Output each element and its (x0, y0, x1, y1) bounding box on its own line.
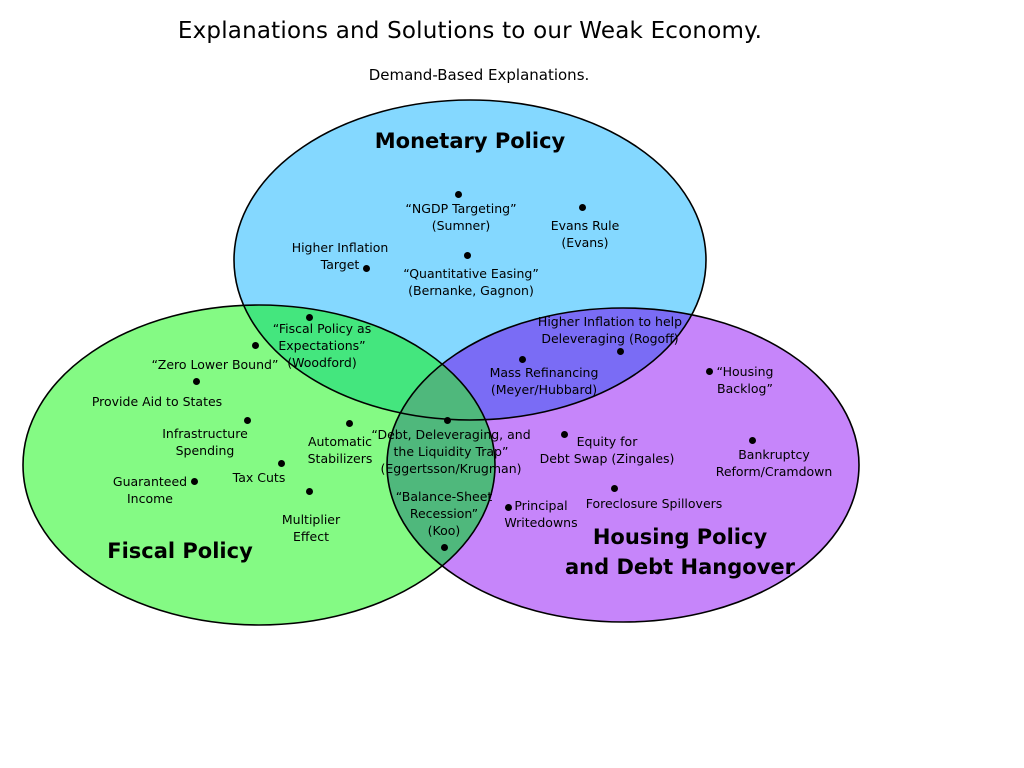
diagram-subtitle: Demand-Based Explanations. (368, 66, 590, 84)
evans-rule-label: Evans Rule(Evans) (550, 218, 620, 250)
evans-rule-dot (578, 203, 586, 211)
bankruptcy-reform-dot (748, 436, 756, 444)
principal-writedowns-dot (504, 503, 512, 511)
tax-cuts-label: Tax Cuts (232, 470, 286, 485)
multiplier-effect-dot (305, 487, 313, 495)
diagram-title: Explanations and Solutions to our Weak E… (177, 18, 763, 44)
monetary-policy-title: Monetary Policy (374, 129, 566, 153)
quantitative-easing-label: “Quantitative Easing”(Bernanke, Gagnon) (403, 266, 539, 298)
mass-refinancing-label: Mass Refinancing(Meyer/Hubbard) (489, 365, 599, 397)
mass-refinancing-dot (518, 355, 526, 363)
higher-inflation-dot (362, 264, 370, 272)
fiscal-policy-title: Fiscal Policy (107, 539, 253, 563)
equity-debt-swap-dot (560, 430, 568, 438)
tax-cuts-dot (277, 459, 285, 467)
housing-policy-title-line2: and Debt Hangover (565, 555, 795, 579)
monetary-fiscal-overlap (234, 305, 495, 420)
housing-policy-title-line1: Housing Policy (592, 525, 768, 549)
infrastructure-dot (243, 416, 251, 424)
provide-aid-to-states-label: Provide Aid to States (91, 394, 223, 409)
qe-dot (463, 251, 471, 259)
balance-sheet-dot (440, 543, 448, 551)
aid-states-dot (192, 377, 200, 385)
guaranteed-income-dot (190, 477, 198, 485)
foreclosure-spillovers-label: Foreclosure Spillovers (585, 496, 723, 511)
automatic-stabilizers-dot (345, 419, 353, 427)
zero-lower-bound-label: “Zero Lower Bound” (151, 357, 279, 372)
monetary-housing-overlap (387, 308, 706, 420)
foreclosure-spillovers-dot (610, 484, 618, 492)
inflation-deleveraging-dot (616, 347, 624, 355)
housing-backlog-dot (705, 367, 713, 375)
ngdp-dot (454, 190, 462, 198)
zero-lower-bound-dot (251, 341, 259, 349)
fiscal-expectations-dot (305, 313, 313, 321)
ngdp-targeting-label: “NGDP Targeting”(Sumner) (405, 201, 517, 233)
liquidity-trap-dot (443, 416, 451, 424)
